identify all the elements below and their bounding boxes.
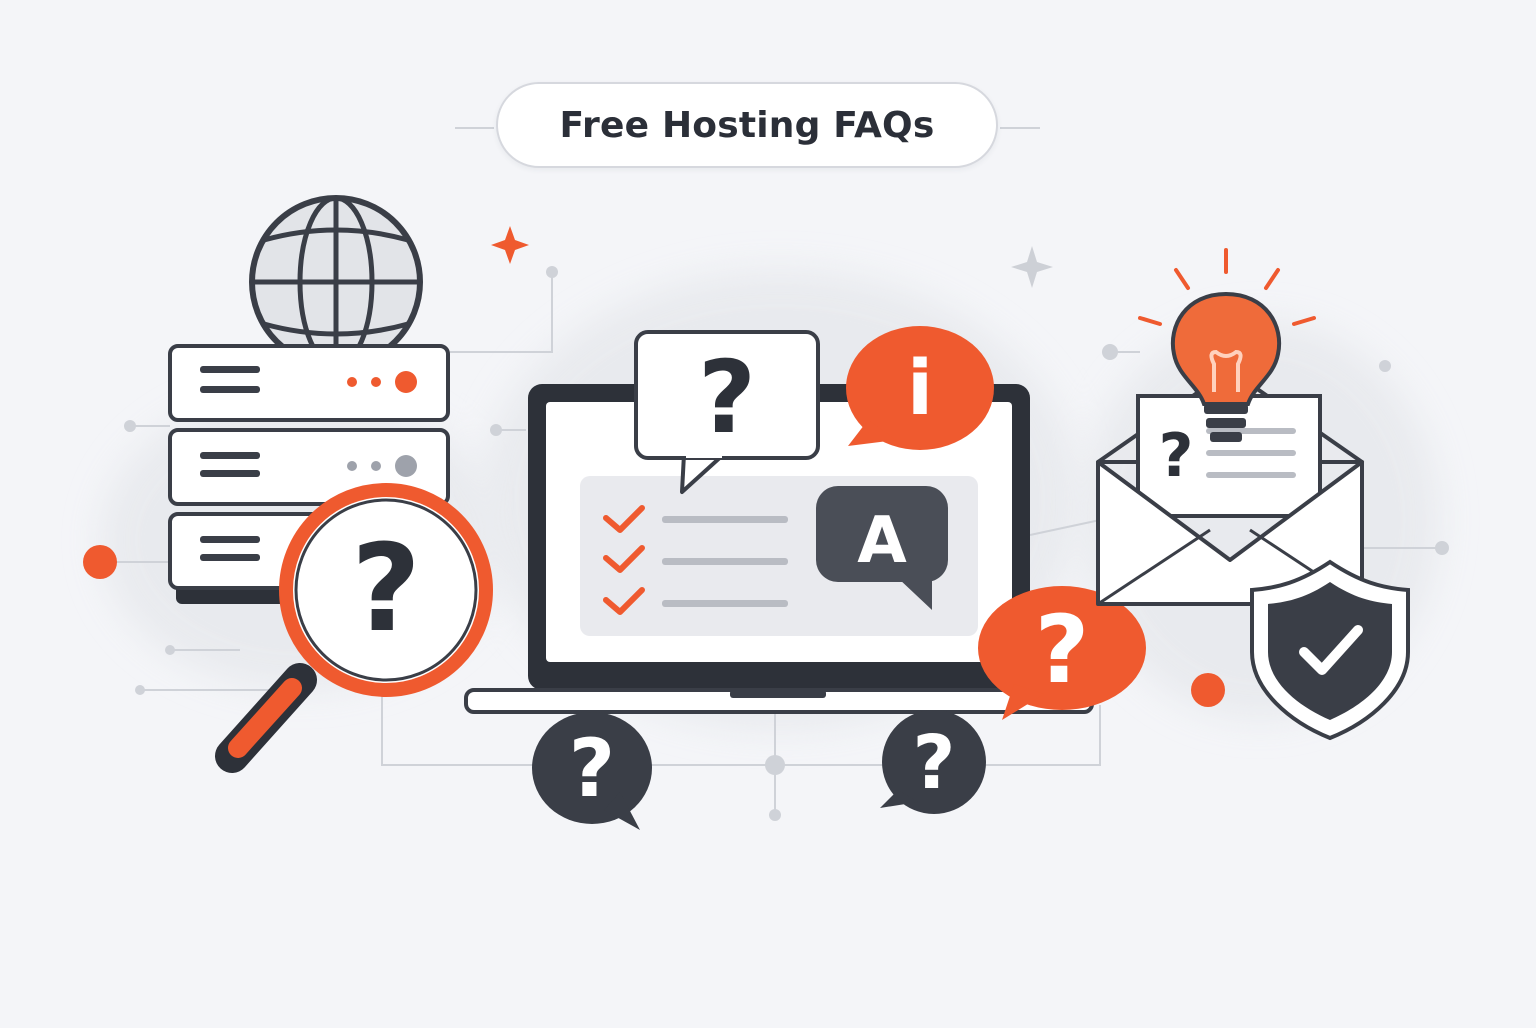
- accent-node-right: [1191, 673, 1225, 707]
- question-mark: ?: [698, 339, 756, 456]
- question-mark: ?: [569, 722, 615, 815]
- question-bubble-icon: ?: [978, 586, 1146, 720]
- sparkle-icon: [1011, 246, 1053, 288]
- checklist-icon: [603, 505, 788, 615]
- sparkle-icon: [491, 226, 529, 264]
- globe-icon: [249, 195, 423, 369]
- info-letter: i: [907, 343, 933, 432]
- question-mark: ?: [913, 720, 956, 806]
- info-bubble-icon: i: [846, 326, 994, 450]
- envelope-icon: ?: [1096, 368, 1364, 606]
- shield-check-icon: [1250, 559, 1410, 741]
- answer-letter: A: [857, 504, 907, 578]
- magnifying-glass-icon: ?: [215, 483, 493, 773]
- page-title: Free Hosting FAQs: [559, 104, 935, 146]
- network-nodes: [124, 266, 1449, 821]
- lightbulb-icon: [1138, 248, 1316, 442]
- question-bubble-icon: ?: [880, 710, 986, 814]
- laptop-icon: [464, 384, 1094, 714]
- accent-node-left: [83, 545, 117, 579]
- question-mark: ?: [351, 520, 421, 659]
- question-mark: ?: [1159, 421, 1194, 491]
- question-bubble-icon: ?: [532, 712, 652, 830]
- question-bubble-icon: ?: [634, 330, 820, 494]
- title-pill: Free Hosting FAQs: [496, 82, 998, 168]
- question-mark: ?: [1035, 596, 1090, 705]
- answer-bubble-icon: A: [816, 486, 948, 610]
